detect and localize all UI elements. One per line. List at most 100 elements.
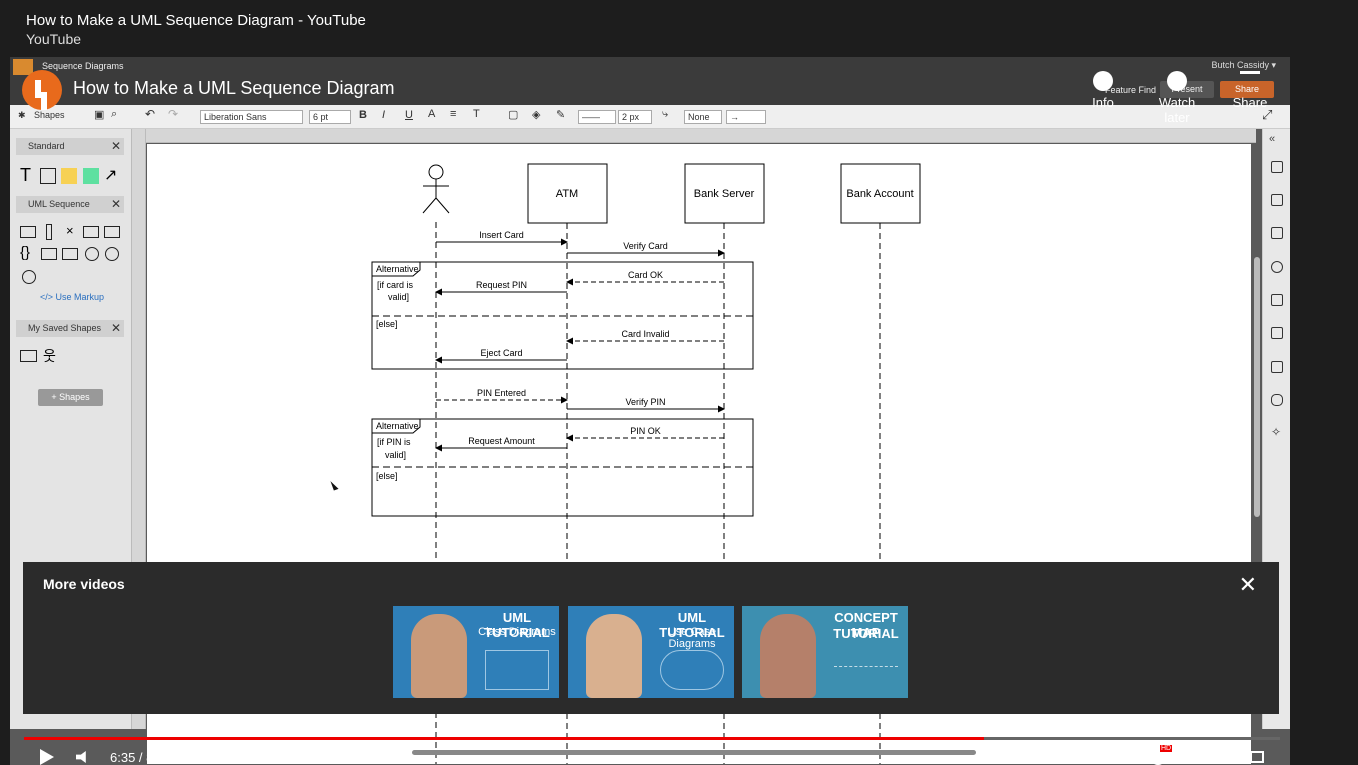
folder-icon[interactable] [13, 59, 33, 75]
comments-icon[interactable] [1271, 361, 1283, 373]
frame-shape-icon[interactable] [104, 226, 120, 238]
quote-icon[interactable] [1271, 194, 1283, 206]
shapes-icon[interactable]: ✱ [18, 110, 26, 120]
magic-wand-icon[interactable]: ✧ [1271, 425, 1282, 439]
control-shape-icon[interactable] [85, 247, 99, 261]
text-shape-icon[interactable]: T [20, 165, 31, 185]
bank-account-lifeline-head[interactable] [840, 163, 921, 224]
line-style-select[interactable]: —— [578, 110, 616, 124]
font-size-select[interactable]: 6 pt [309, 110, 351, 124]
braces-shape-icon[interactable]: {} [20, 244, 31, 261]
boundary-shape-icon[interactable] [105, 247, 119, 261]
line-shape-icon[interactable]: ↗ [104, 167, 118, 184]
bank-account-label: Bank Account [846, 188, 913, 200]
play-icon[interactable] [40, 749, 54, 765]
close-icon[interactable]: ✕ [1238, 572, 1257, 597]
uml-sequence-section-header[interactable]: UML Sequence ✕ [16, 196, 124, 213]
fill-icon[interactable]: ◈ [532, 109, 541, 121]
bank-server-lifeline-head[interactable] [684, 163, 765, 224]
page-icon[interactable] [1271, 161, 1283, 173]
close-icon[interactable]: ✕ [110, 321, 121, 335]
fragment-shape-icon[interactable] [41, 248, 57, 260]
text-color-icon[interactable]: A [428, 108, 436, 120]
info-button[interactable]: Info [1073, 71, 1133, 110]
presentation-icon[interactable] [1271, 227, 1283, 239]
uml-sequence-label: UML Sequence [28, 199, 90, 209]
border-icon[interactable]: ▢ [508, 109, 519, 121]
collapse-icon[interactable]: « [1269, 133, 1276, 145]
channel-logo-icon[interactable] [22, 70, 62, 110]
video-player[interactable]: Sequence Diagrams Butch Cassidy ▾ Featur… [10, 57, 1290, 765]
text-options-icon[interactable]: T [473, 108, 480, 120]
user-menu[interactable]: Butch Cassidy ▾ [1211, 60, 1276, 70]
thumbnail-title: CONCEPT MAP [834, 610, 898, 640]
history-icon[interactable] [1271, 261, 1283, 273]
line-width-select[interactable]: 2 px [618, 110, 652, 124]
entity-shape-icon[interactable] [22, 270, 36, 284]
connector-icon[interactable]: ⤷ [662, 108, 669, 120]
image-icon[interactable]: ▣ [94, 109, 105, 121]
feature-find-button[interactable]: Feature Find [1105, 85, 1157, 95]
message-label: PIN Entered [477, 388, 526, 398]
canvas-horizontal-scrollbar[interactable] [412, 750, 976, 755]
share-button[interactable]: Share [1220, 71, 1280, 110]
underline-button[interactable]: U [405, 109, 413, 121]
youtube-logo[interactable]: YouTube [1182, 748, 1245, 765]
line-color-icon[interactable]: ✎ [556, 109, 566, 121]
metadata-icon[interactable] [1271, 327, 1283, 339]
fullscreen-icon[interactable] [1250, 751, 1264, 763]
undo-icon[interactable]: ↶ [145, 107, 156, 121]
saved-actor-icon[interactable]: 웃 [43, 348, 56, 364]
alt-fragment-shape-icon[interactable] [62, 248, 78, 260]
align-icon[interactable]: ≡ [450, 108, 457, 120]
note-uml-shape-icon[interactable] [83, 226, 99, 238]
captions-button[interactable]: CC [1113, 750, 1131, 763]
horizontal-ruler [146, 129, 1256, 143]
watch-later-button[interactable]: Watch later [1147, 71, 1207, 125]
layers-icon[interactable] [1271, 294, 1283, 306]
close-icon[interactable]: ✕ [110, 197, 121, 211]
sequence-diagram[interactable]: ATM Bank Server Bank Account Alternative… [147, 144, 1251, 764]
canvas-vertical-scrollbar[interactable] [1254, 257, 1260, 517]
settings-gear-icon[interactable] [1150, 749, 1166, 765]
alternative-frame-1[interactable]: Alternative [if card is valid] [else] [371, 261, 754, 370]
share-icon [1240, 71, 1260, 91]
video-title[interactable]: How to Make a UML Sequence Diagram [73, 78, 395, 98]
video-thumbnail[interactable]: UML TUTORIAL Class Diagrams [393, 606, 559, 698]
font-select[interactable]: Liberation Sans [200, 110, 303, 124]
arrow-start-select[interactable]: None [684, 110, 722, 124]
atm-lifeline-head[interactable] [527, 163, 608, 224]
activation-shape-icon[interactable] [46, 224, 52, 240]
video-thumbnail[interactable]: CONCEPT MAP TUTORIAL [742, 606, 908, 698]
block-shape-icon[interactable] [83, 168, 99, 184]
standard-section-header[interactable]: Standard✕ [16, 138, 124, 155]
message-label: PIN OK [630, 426, 661, 436]
lifeline-shape-icon[interactable] [20, 226, 36, 238]
redo-icon[interactable]: ↷ [168, 107, 179, 121]
saved-shapes-section-header[interactable]: My Saved Shapes✕ [16, 320, 124, 337]
actor-figure[interactable] [422, 164, 450, 214]
shapes-label[interactable]: Shapes [34, 110, 65, 120]
arrow-end-select[interactable]: → [726, 110, 766, 124]
message-label: Insert Card [479, 230, 524, 240]
add-shapes-button[interactable]: + Shapes [38, 389, 103, 406]
saved-rectangle-icon[interactable] [20, 350, 37, 362]
note-shape-icon[interactable] [61, 168, 77, 184]
use-markup-link[interactable]: </> Use Markup [40, 292, 105, 302]
rectangle-shape-icon[interactable] [40, 168, 56, 184]
volume-icon[interactable] [76, 751, 86, 763]
progress-bar[interactable] [24, 737, 1280, 740]
video-thumbnail[interactable]: UML TUTORIAL Use Case Diagrams [568, 606, 734, 698]
bold-button[interactable]: B [359, 109, 367, 121]
alternative-frame-2[interactable]: Alternative [if PIN is valid] [else] [371, 418, 754, 517]
share-app-button[interactable]: Share [1220, 81, 1274, 98]
fullscreen-toggle-icon[interactable]: ⤢ [1262, 107, 1273, 122]
search-icon[interactable]: ⌕ [111, 108, 118, 120]
message-label: Card Invalid [621, 329, 669, 339]
destroy-shape-icon[interactable]: × [66, 223, 74, 238]
document-title[interactable]: Sequence Diagrams [42, 61, 124, 71]
data-icon[interactable] [1271, 394, 1283, 406]
italic-button[interactable]: I [382, 109, 386, 121]
close-icon[interactable]: ✕ [110, 139, 121, 153]
more-videos-panel: More videos ✕ UML TUTORIAL Class Diagram… [23, 562, 1279, 714]
